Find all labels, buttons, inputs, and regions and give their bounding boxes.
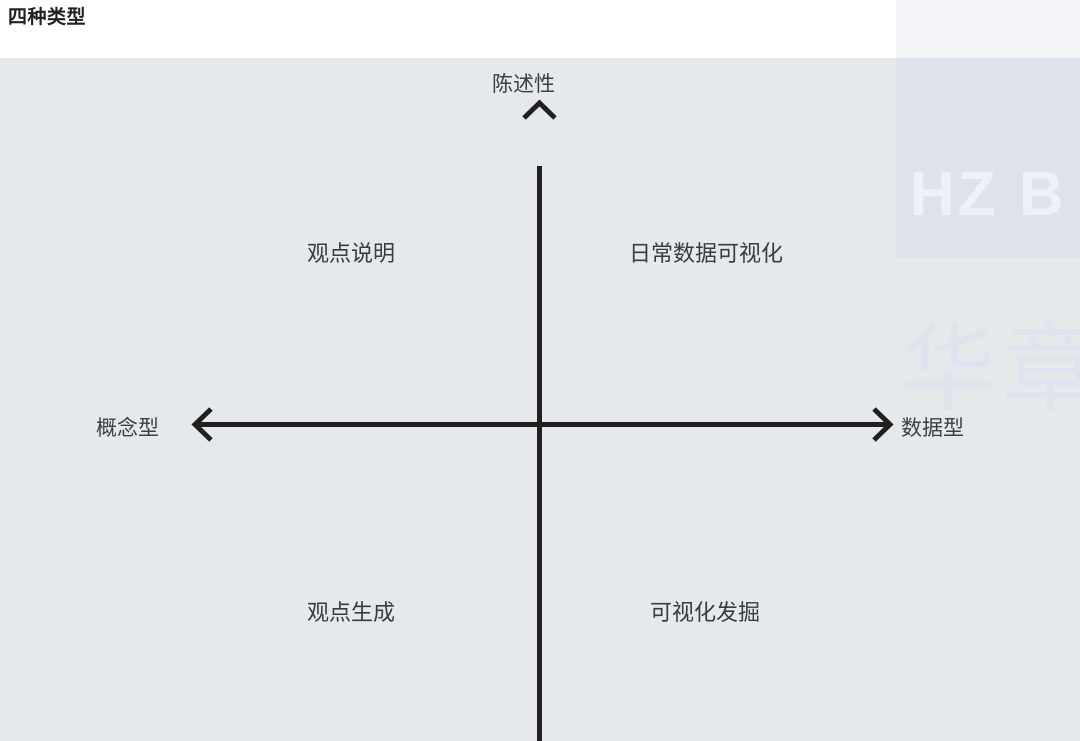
header-watermark-strip bbox=[896, 0, 1080, 58]
quadrant-label-bottom-left: 观点生成 bbox=[307, 600, 396, 625]
quadrant-label-top-right: 日常数据可视化 bbox=[629, 241, 784, 266]
vertical-axis-arrowhead bbox=[522, 99, 557, 120]
page-title: 四种类型 bbox=[8, 7, 87, 28]
axis-label-left: 概念型 bbox=[96, 417, 159, 440]
watermark-chinese-text: 华章 bbox=[900, 316, 1080, 423]
axis-label-top: 陈述性 bbox=[492, 73, 555, 96]
horizontal-axis-right-arrowhead bbox=[872, 407, 894, 442]
header-bar: 四种类型 bbox=[0, 0, 1080, 58]
quadrant-label-top-left: 观点说明 bbox=[307, 241, 396, 266]
quadrant-label-bottom-right: 可视化发掘 bbox=[650, 600, 761, 625]
axes-graphic bbox=[191, 99, 894, 741]
quadrant-chart-panel: HZ B 华章 陈述性 概念型 数据型 观点说明 日常数据可视化 观点生成 可视… bbox=[0, 58, 1080, 741]
watermark-box: HZ B bbox=[896, 58, 1080, 258]
horizontal-axis-left-arrowhead bbox=[191, 407, 213, 442]
axis-label-right: 数据型 bbox=[901, 417, 964, 440]
watermark-latin-text: HZ B bbox=[910, 160, 1067, 229]
